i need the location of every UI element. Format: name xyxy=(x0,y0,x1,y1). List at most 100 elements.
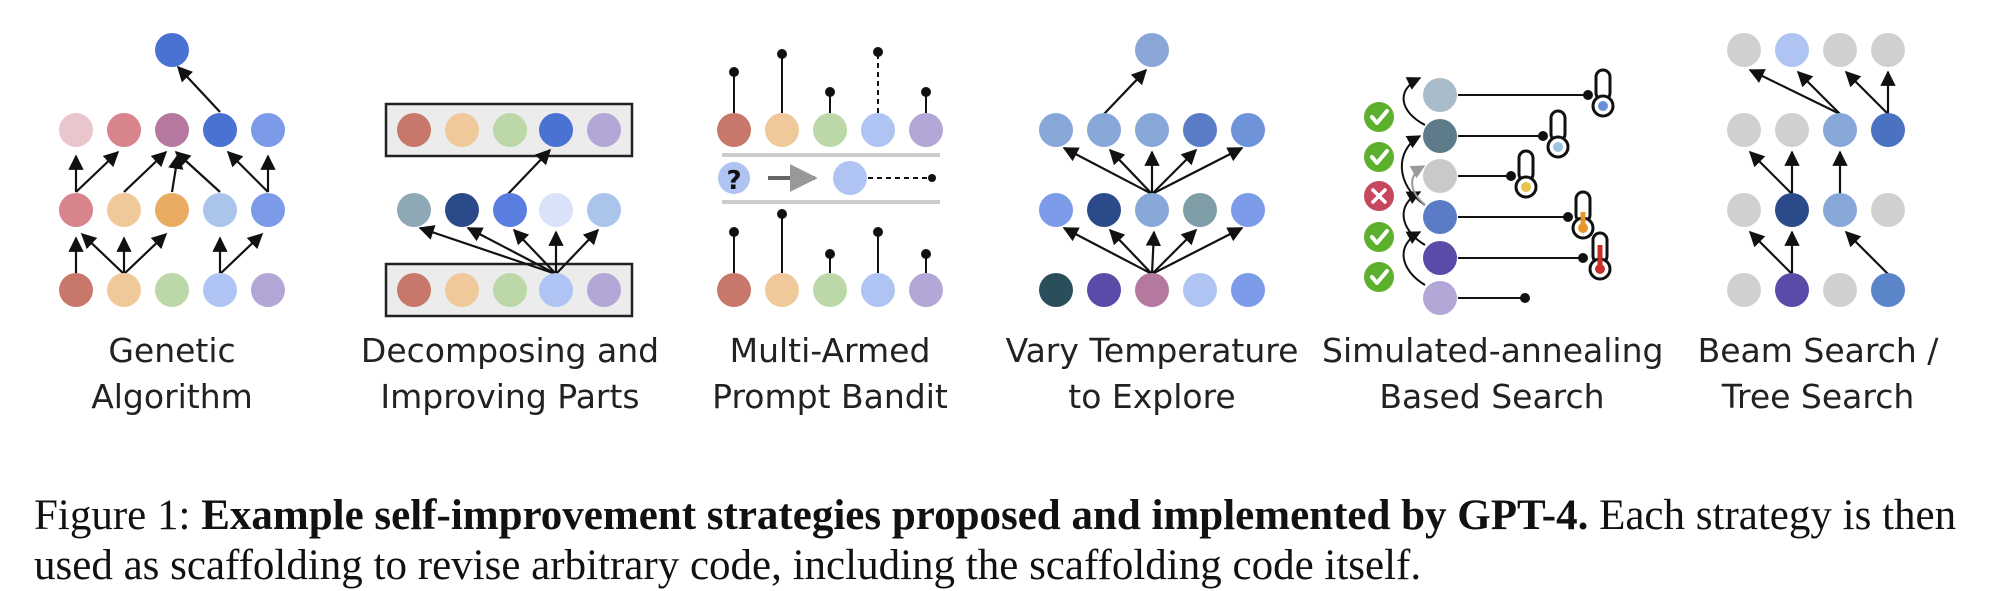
strategy-diagram: ? xyxy=(59,33,1905,318)
genetic-node xyxy=(203,113,237,147)
beam-edges xyxy=(1748,69,1896,275)
temperature-edges xyxy=(1062,68,1244,275)
annealing-node xyxy=(1423,119,1457,153)
panel-label-line1: Vary Temperature xyxy=(1005,331,1299,370)
beam-node xyxy=(1727,273,1761,307)
decomposing-node xyxy=(587,273,621,307)
panel-label-line2: to Explore xyxy=(1068,377,1236,416)
beam-node xyxy=(1775,273,1809,307)
decomposing-node xyxy=(397,273,431,307)
bandit-arms-top xyxy=(729,47,931,113)
beam-node xyxy=(1775,113,1809,147)
decomposing-node xyxy=(445,113,479,147)
temperature-node xyxy=(1231,113,1265,147)
genetic-node xyxy=(155,113,189,147)
genetic-node xyxy=(251,113,285,147)
panel-label-line2: Tree Search xyxy=(1721,377,1915,416)
temperature-node xyxy=(1087,193,1121,227)
temperature-node xyxy=(1087,113,1121,147)
panel-label-line1: Beam Search / xyxy=(1697,331,1939,370)
bandit-arm xyxy=(909,273,943,307)
beam-node xyxy=(1823,273,1857,307)
bandit-arm xyxy=(717,113,751,147)
thermometer-icon xyxy=(1588,231,1612,281)
beam-node xyxy=(1871,273,1905,307)
check-icon xyxy=(1364,142,1394,172)
decomposing-edges xyxy=(418,148,600,276)
temperature-node xyxy=(1135,113,1169,147)
panel-label-line2: Prompt Bandit xyxy=(712,377,948,416)
temperature-node xyxy=(1183,193,1217,227)
panel-label-genetic: Genetic Algorithm xyxy=(2,328,342,420)
bandit-arm xyxy=(861,273,895,307)
beam-node xyxy=(1727,193,1761,227)
panel-label-line1: Multi-Armed xyxy=(729,331,931,370)
simulated-annealing-panel xyxy=(1364,68,1615,315)
temperature-node xyxy=(1135,33,1169,67)
annealing-node xyxy=(1423,241,1457,275)
annealing-node xyxy=(1423,159,1457,193)
panel-label-line1: Simulated-annealing xyxy=(1322,331,1664,370)
temperature-node xyxy=(1183,113,1217,147)
temperature-node xyxy=(1039,273,1073,307)
unknown-prompt-node xyxy=(718,162,750,194)
decomposing-panel xyxy=(384,102,634,318)
unknown-prompt-symbol: ? xyxy=(726,166,741,196)
decomposing-node xyxy=(397,193,431,227)
figure-caption: Figure 1: Example self-improvement strat… xyxy=(34,491,1974,591)
bandit-arms-bottom xyxy=(729,209,931,273)
thermometer-icon xyxy=(1546,109,1570,159)
vary-temperature-panel xyxy=(1039,33,1265,307)
genetic-node xyxy=(251,193,285,227)
temperature-node xyxy=(1231,193,1265,227)
genetic-algorithm-panel xyxy=(59,33,285,307)
decomposing-node xyxy=(493,273,527,307)
bandit-arm xyxy=(813,273,847,307)
temperature-node xyxy=(1183,273,1217,307)
temperature-node xyxy=(1039,193,1073,227)
thermometer-icon xyxy=(1591,68,1615,118)
genetic-node xyxy=(203,273,237,307)
beam-node xyxy=(1871,33,1905,67)
genetic-node xyxy=(155,273,189,307)
beam-node xyxy=(1823,33,1857,67)
genetic-node xyxy=(107,193,141,227)
decomposing-node xyxy=(539,193,573,227)
decomposing-node xyxy=(539,113,573,147)
panel-label-line2: Improving Parts xyxy=(380,377,640,416)
caption-body: Each strategy is then used as scaffoldin… xyxy=(34,492,1957,589)
cross-icon xyxy=(1364,181,1394,211)
caption-prefix: Figure 1: xyxy=(34,492,202,539)
annealing-node xyxy=(1423,281,1457,315)
decomposing-node xyxy=(445,273,479,307)
temperature-node xyxy=(1039,113,1073,147)
decomposing-node xyxy=(445,193,479,227)
temperature-node xyxy=(1135,193,1169,227)
beam-node xyxy=(1775,193,1809,227)
temperature-node xyxy=(1087,273,1121,307)
panel-label-decomposing: Decomposing and Improving Parts xyxy=(340,328,680,420)
beam-node xyxy=(1871,193,1905,227)
genetic-node xyxy=(107,113,141,147)
beam-node xyxy=(1823,113,1857,147)
genetic-node xyxy=(251,273,285,307)
beam-node xyxy=(1823,193,1857,227)
annealing-leads xyxy=(1458,90,1593,303)
genetic-node xyxy=(59,113,93,147)
rejected-link xyxy=(1409,165,1426,206)
beam-search-panel xyxy=(1727,33,1905,307)
decomposing-node xyxy=(539,273,573,307)
decomposing-node xyxy=(587,113,621,147)
caption-title: Example self-improvement strategies prop… xyxy=(201,492,1589,539)
selected-prompt-node xyxy=(833,161,867,195)
bandit-arm xyxy=(909,113,943,147)
genetic-node xyxy=(59,273,93,307)
thermometer-icon xyxy=(1514,149,1538,199)
annealing-node xyxy=(1423,200,1457,234)
beam-node xyxy=(1727,113,1761,147)
panel-label-beam: Beam Search / Tree Search xyxy=(1648,328,1988,420)
genetic-node xyxy=(107,273,141,307)
check-icon xyxy=(1364,262,1394,292)
bandit-arm xyxy=(813,113,847,147)
